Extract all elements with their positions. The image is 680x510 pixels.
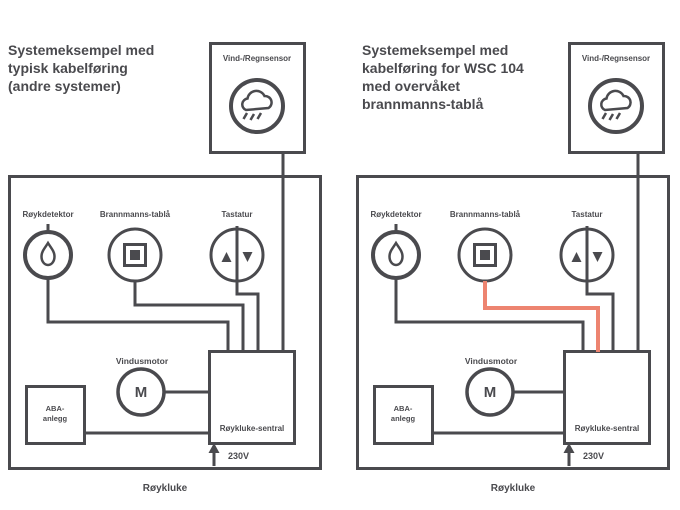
left-arrow-head — [208, 443, 220, 453]
left-wire-keypad — [235, 288, 260, 352]
aba-box-line1: ABA- — [393, 404, 413, 413]
title-line: kabelføring for WSC 104 — [362, 60, 524, 76]
keypad-icon — [559, 227, 615, 283]
motor-letter: M — [134, 384, 148, 401]
smoke-detector-icon — [371, 230, 421, 280]
right-wire-smoke — [394, 278, 585, 352]
right-diagram-title: Systemeksempel med kabelføring for WSC 1… — [362, 41, 524, 113]
right-wire-keypad — [585, 288, 615, 352]
control-box-label: Røykluke-sentral — [574, 424, 640, 433]
left-wire-smoke — [46, 278, 230, 352]
wind-rain-sensor-glyph — [600, 89, 632, 121]
title-line: med overvåket — [362, 78, 461, 94]
arrow-down-glyph — [242, 252, 253, 262]
wind-rain-sensor-icon — [588, 78, 644, 134]
right-arrow-head — [563, 443, 575, 453]
aba-box-line2: anlegg — [42, 414, 68, 423]
fire-panel-label: Brannmanns-tablå — [449, 210, 521, 219]
left-wire-firepanel — [133, 281, 245, 352]
motor-label: Vindusmotor — [464, 356, 518, 366]
fire-panel-label: Brannmanns-tablå — [99, 210, 171, 219]
title-line: Systemeksempel med — [8, 42, 155, 58]
motor-label: Vindusmotor — [115, 356, 169, 366]
title-line: Systemeksempel med — [362, 42, 509, 58]
keypad-label: Tastatur — [221, 210, 253, 219]
sensor-label: Vind-/Regnsensor — [581, 54, 651, 63]
smoke-detector-label: Røykdetektor — [370, 210, 422, 219]
fire-panel-button — [130, 250, 140, 260]
fire-panel-square — [473, 243, 497, 267]
smoke-detector-label: Røykdetektor — [22, 210, 74, 219]
control-box-label: Røykluke-sentral — [219, 424, 285, 433]
left-caption: Røykluke — [142, 483, 188, 494]
title-line: (andre systemer) — [8, 78, 121, 94]
aba-box-line1: ABA- — [45, 404, 65, 413]
title-line: brannmanns-tablå — [362, 96, 484, 112]
power-230v-label: 230V — [583, 451, 605, 461]
motor-letter: M — [483, 384, 497, 401]
title-line: typisk kabelføring — [8, 60, 128, 76]
power-230v-label: 230V — [228, 451, 250, 461]
keypad-icon — [209, 227, 265, 283]
flame-glyph — [40, 240, 56, 267]
smoke-detector-icon — [23, 230, 73, 280]
wind-rain-sensor-glyph — [241, 89, 273, 121]
arrow-down-glyph — [592, 252, 603, 262]
keypad-label: Tastatur — [571, 210, 603, 219]
fire-panel-button — [480, 250, 490, 260]
fire-panel-icon — [457, 227, 513, 283]
left-diagram-title: Systemeksempel med typisk kabelføring (a… — [8, 41, 154, 95]
right-caption: Røykluke — [490, 483, 536, 494]
flame-glyph — [388, 240, 404, 267]
arrow-up-glyph — [221, 252, 232, 262]
sensor-label: Vind-/Regnsensor — [222, 54, 292, 63]
wind-rain-sensor-icon — [229, 78, 285, 134]
fire-panel-icon — [107, 227, 163, 283]
aba-box-line2: anlegg — [390, 414, 416, 423]
right-wire-firepanel-monitored — [483, 281, 600, 352]
arrow-up-glyph — [571, 252, 582, 262]
fire-panel-square — [123, 243, 147, 267]
